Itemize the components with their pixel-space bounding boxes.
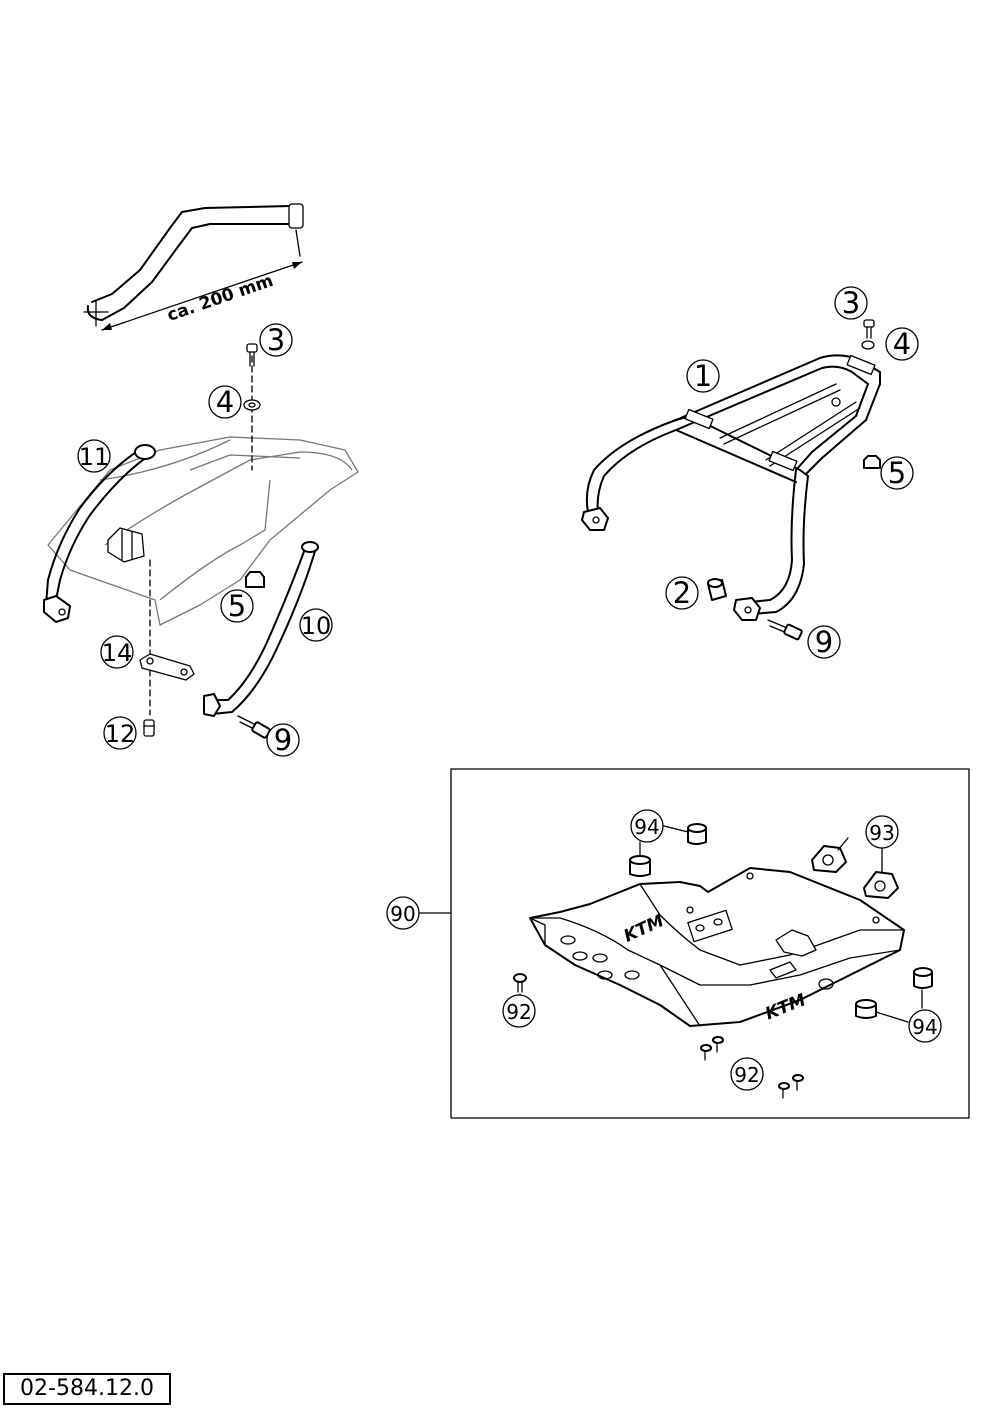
callout-box-92-bottom: 92 xyxy=(730,1057,764,1091)
svg-text:90: 90 xyxy=(390,902,415,926)
callout-right-2: 2 xyxy=(665,576,699,610)
svg-text:12: 12 xyxy=(105,720,136,748)
callout-right-1: 1 xyxy=(686,359,720,393)
callout-right-5: 5 xyxy=(880,456,914,490)
callout-left-3: 3 xyxy=(259,323,293,357)
handle-dimension-detail: ca. 200 mm xyxy=(83,203,304,331)
svg-text:4: 4 xyxy=(216,385,234,419)
svg-text:9: 9 xyxy=(815,625,833,659)
svg-text:92: 92 xyxy=(506,1000,531,1024)
callout-box-92-left: 92 xyxy=(502,994,536,1028)
svg-text:5: 5 xyxy=(888,456,906,490)
dimension-label: ca. 200 mm xyxy=(165,271,276,326)
callout-left-9: 9 xyxy=(266,723,300,757)
svg-text:5: 5 xyxy=(228,589,246,623)
svg-text:94: 94 xyxy=(634,815,659,839)
svg-text:1: 1 xyxy=(694,359,712,393)
callout-box-94-bottom: 94 xyxy=(908,1009,942,1043)
callout-box-93: 93 xyxy=(865,815,899,849)
svg-text:11: 11 xyxy=(79,443,110,471)
skid-plate-frame xyxy=(450,768,970,1119)
callout-box-94-top: 94 xyxy=(630,809,664,843)
callout-left-10: 10 xyxy=(299,608,333,642)
callout-left-14: 14 xyxy=(100,635,134,669)
svg-text:4: 4 xyxy=(893,327,911,361)
callout-left-4: 4 xyxy=(208,385,242,419)
luggage-rack-assembly xyxy=(581,319,881,641)
callout-left-5: 5 xyxy=(220,589,254,623)
svg-text:10: 10 xyxy=(301,612,332,640)
svg-text:9: 9 xyxy=(274,723,292,757)
svg-text:14: 14 xyxy=(102,639,133,667)
seat-assembly xyxy=(43,343,359,739)
callout-box-90: 90 xyxy=(386,896,420,930)
skid-plate-assembly: KTM KTM xyxy=(513,823,933,1099)
svg-text:3: 3 xyxy=(842,286,860,320)
callout-left-11: 11 xyxy=(77,439,111,473)
callout-right-4: 4 xyxy=(885,327,919,361)
callout-right-3: 3 xyxy=(834,286,868,320)
callout-left-12: 12 xyxy=(103,716,137,750)
reference-code: 02-584.12.0 xyxy=(3,1373,171,1405)
svg-text:2: 2 xyxy=(673,576,691,610)
svg-text:92: 92 xyxy=(734,1063,759,1087)
callout-right-9: 9 xyxy=(807,625,841,659)
svg-text:3: 3 xyxy=(267,323,285,357)
svg-text:93: 93 xyxy=(869,821,894,845)
svg-text:94: 94 xyxy=(912,1015,937,1039)
